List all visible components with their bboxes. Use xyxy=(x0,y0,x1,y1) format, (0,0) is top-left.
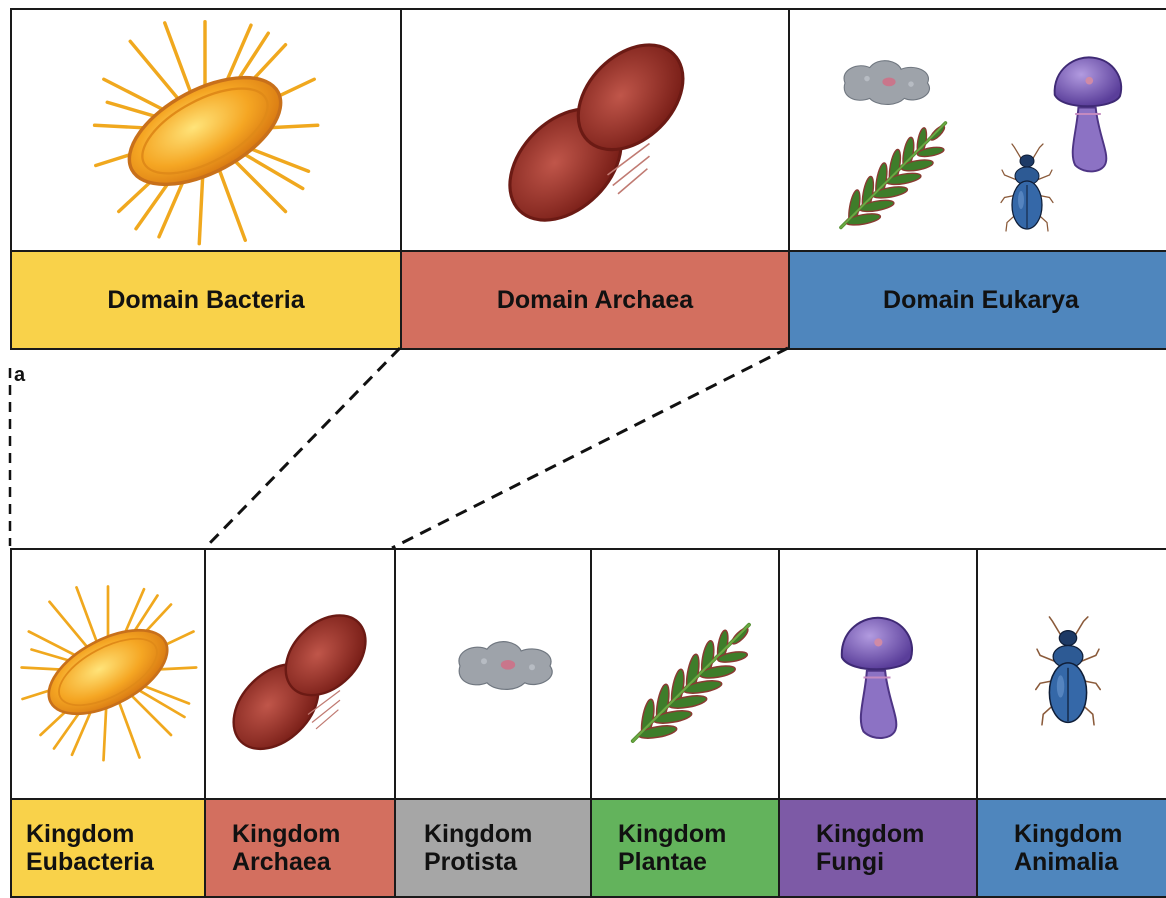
kingdom-animalia-line2: Animalia xyxy=(1014,848,1118,876)
domain-bacteria-label: Domain Bacteria xyxy=(10,250,402,350)
archaea-cell-icon xyxy=(492,28,702,238)
kingdom-eubacteria-label: Kingdom Eubacteria xyxy=(10,798,206,898)
dashed-line-archaea-left xyxy=(205,348,400,548)
kingdom-animalia-label: Kingdom Animalia xyxy=(976,798,1166,898)
kingdom-eubacteria-image-cell xyxy=(10,548,206,800)
kingdom-protista-image-cell xyxy=(394,548,592,800)
beetle-icon xyxy=(1028,612,1108,736)
kingdom-animalia-image-cell xyxy=(976,548,1166,800)
kingdom-animalia-line1: Kingdom xyxy=(1014,820,1122,848)
rod-bacterium-icon xyxy=(60,16,350,246)
kingdom-protista-line1: Kingdom xyxy=(424,820,532,848)
dashed-line-archaea-right xyxy=(392,348,788,548)
domain-archaea-image-cell xyxy=(400,8,790,252)
archaea-cell-icon xyxy=(220,600,380,765)
kingdom-eubacteria-line1: Kingdom xyxy=(26,820,134,848)
fern-leaf-icon xyxy=(614,606,764,756)
kingdom-plantae-image-cell xyxy=(590,548,780,800)
kingdom-plantae-line2: Plantae xyxy=(618,848,707,876)
domain-eukarya-image-cell xyxy=(788,8,1166,252)
kingdom-protista-line2: Protista xyxy=(424,848,517,876)
domain-archaea-label: Domain Archaea xyxy=(400,250,790,350)
rod-bacterium-icon xyxy=(18,572,198,772)
kingdom-fungi-label: Kingdom Fungi xyxy=(778,798,978,898)
domain-eukarya-label: Domain Eukarya xyxy=(788,250,1166,350)
kingdom-plantae-line1: Kingdom xyxy=(618,820,726,848)
mushroom-icon xyxy=(1048,50,1128,178)
domain-bacteria-image-cell xyxy=(10,8,402,252)
kingdom-fungi-image-cell xyxy=(778,548,978,800)
kingdom-eubacteria-line2: Eubacteria xyxy=(26,848,154,876)
kingdom-fungi-line1: Kingdom xyxy=(816,820,924,848)
connector-lines xyxy=(0,340,1166,560)
kingdom-fungi-line2: Fungi xyxy=(816,848,884,876)
protist-amoeba-icon xyxy=(448,630,568,702)
kingdom-archaea-line1: Kingdom xyxy=(232,820,340,848)
kingdom-plantae-label: Kingdom Plantae xyxy=(590,798,780,898)
kingdom-archaea-line2: Archaea xyxy=(232,848,331,876)
kingdom-archaea-image-cell xyxy=(204,548,396,800)
kingdom-archaea-label: Kingdom Archaea xyxy=(204,798,396,898)
fern-leaf-icon xyxy=(824,106,959,241)
kingdom-protista-label: Kingdom Protista xyxy=(394,798,592,898)
mushroom-icon xyxy=(836,610,918,745)
